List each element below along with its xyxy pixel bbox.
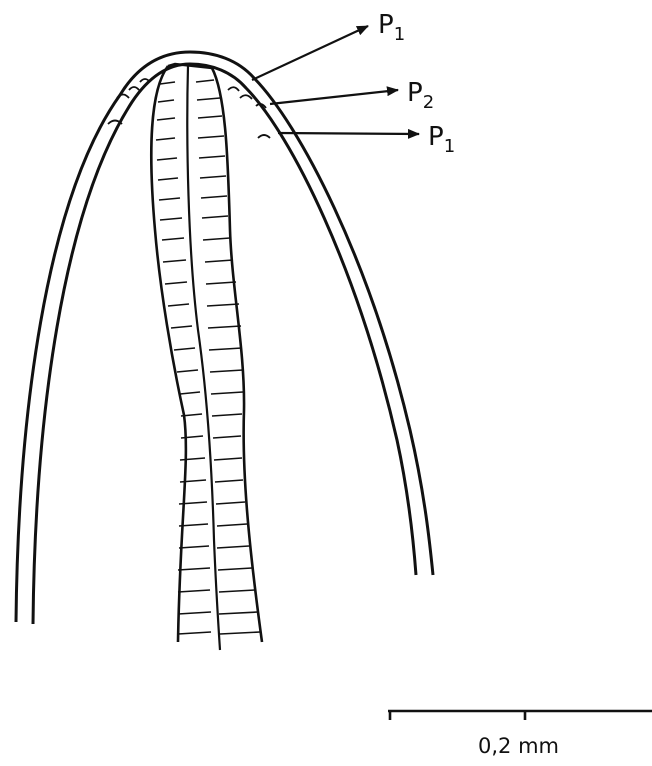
p1-bottom-arrow	[278, 133, 419, 134]
scale-bar-label: 0,2 mm	[478, 734, 559, 758]
label-p1-top: P1	[378, 10, 405, 40]
p1-top-arrow	[252, 26, 368, 80]
label-p2: P2	[407, 78, 434, 108]
oesophagus-left-wall	[151, 66, 186, 642]
label-letter: P	[428, 122, 444, 152]
label-index: 1	[444, 136, 455, 157]
label-letter: P	[407, 78, 423, 108]
oesophagus-lumen-line	[187, 66, 220, 650]
label-letter: P	[378, 10, 394, 40]
scale-bar	[388, 711, 652, 720]
label-index: 1	[394, 24, 405, 45]
label-p1-bottom: P1	[428, 122, 455, 152]
p2-arrow	[270, 90, 398, 104]
oesophagus-right-wall	[212, 68, 262, 642]
label-index: 2	[423, 92, 434, 113]
